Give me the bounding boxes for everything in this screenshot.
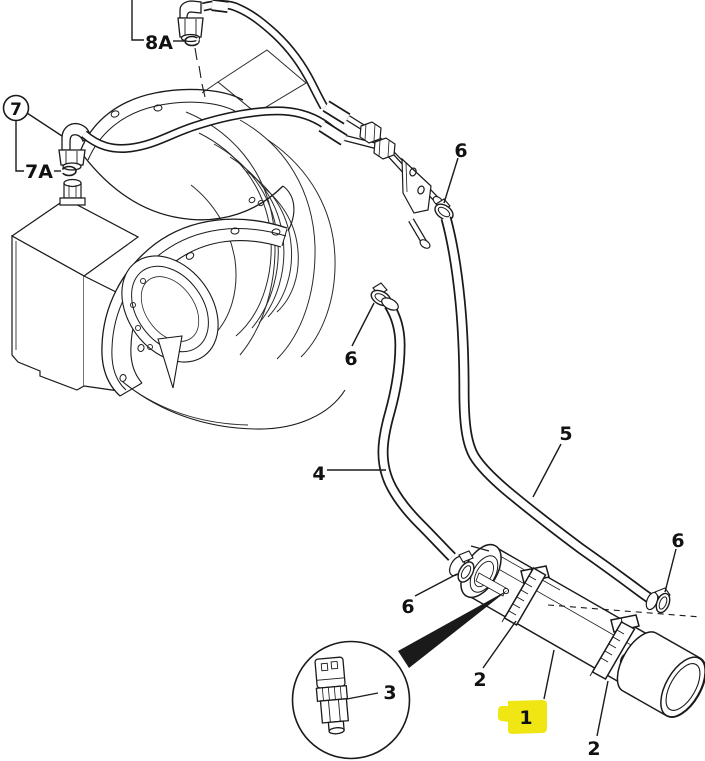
tube-nuts (359, 121, 396, 160)
converter-hub (121, 255, 219, 363)
sensor-item-3 (314, 656, 350, 735)
callout-4: 4 (312, 463, 325, 485)
top-plate (201, 49, 307, 114)
callout-6-cooler-inlet: 6 (401, 596, 414, 618)
port-fitting (59, 178, 86, 206)
callouts: 7 7A 8A 6 6 4 5 6 6 2 1 2 3 (2, 32, 685, 760)
rigid-tubes (318, 100, 444, 249)
callout-5: 5 (559, 423, 572, 445)
clamp-6-hose5-end (645, 587, 671, 614)
upper-flange (79, 88, 244, 161)
callout-6-hose4-top: 6 (344, 348, 357, 370)
cooler-inlet (449, 550, 475, 583)
assembly-axis-dashed (547, 604, 702, 618)
hose-4 (370, 282, 456, 561)
hose-7 (81, 106, 347, 153)
clamp-2-left (501, 565, 550, 627)
elbow-fitting-8a (177, 0, 204, 43)
callout-2-right: 2 (587, 738, 600, 760)
callout-1: 1 (519, 707, 532, 729)
highlight-marker-1: 1 (498, 700, 547, 734)
cooler-cylinder (449, 543, 705, 718)
callout-2-left: 2 (473, 669, 486, 691)
leader-8a-dashed (194, 47, 206, 98)
leader-lines (15, 0, 677, 737)
housing-opening-edge (82, 154, 284, 221)
hose-5 (434, 198, 660, 608)
clamp-2-right (589, 614, 640, 681)
callout-6-tube-end: 6 (454, 140, 467, 162)
callout-3: 3 (383, 682, 396, 704)
callout-7a: 7A (25, 161, 53, 183)
elbow-fitting-7 (58, 122, 91, 171)
oring-8a (184, 35, 200, 47)
cooler-right-sleeve (616, 631, 705, 718)
oring-7a (60, 165, 77, 177)
detail-wedge (398, 590, 508, 668)
mounting-bracket (401, 157, 432, 214)
clamp-6-tube-end (434, 198, 454, 221)
hose-8 (201, 0, 328, 110)
transmission-housing (10, 49, 346, 430)
callout-7: 7 (10, 100, 22, 120)
callout-7-circle (2, 94, 30, 122)
detail-circle (291, 640, 411, 760)
callout-6-hose5-end: 6 (671, 530, 684, 552)
clamp-6-hose4-top (370, 282, 392, 307)
housing-rib-arcs (185, 111, 336, 360)
callout-8a: 8A (145, 32, 173, 54)
interior-rib (157, 335, 183, 389)
